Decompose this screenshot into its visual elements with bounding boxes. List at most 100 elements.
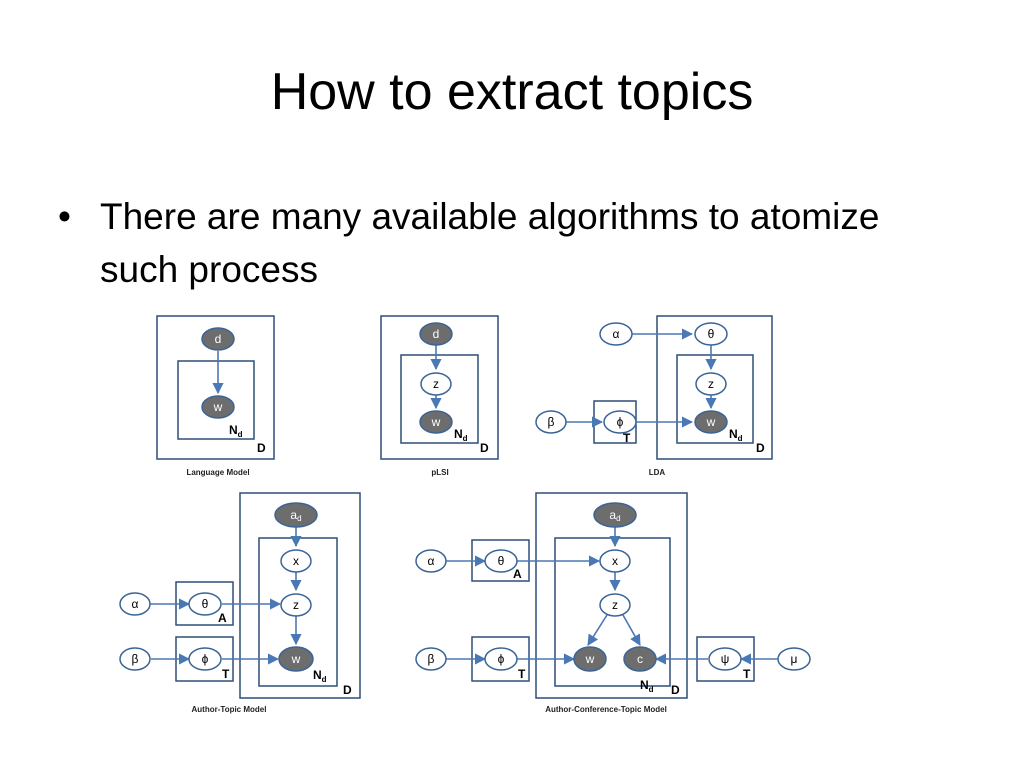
node-z-label: z [433, 377, 439, 391]
node-alpha-label: α [132, 597, 139, 611]
node-x [599, 549, 631, 573]
slide-title: How to extract topics [270, 63, 754, 121]
node-d [201, 327, 235, 351]
node-alpha-label: α [428, 554, 435, 568]
plate-d [380, 315, 499, 460]
node-phi-label: ϕ [617, 415, 624, 429]
node-phi-label: ϕ [202, 652, 209, 666]
node-z [280, 593, 312, 617]
node-beta-label: β [132, 652, 139, 666]
node-alpha [119, 592, 151, 616]
node-alpha [415, 549, 447, 573]
plate-t-label: T [518, 667, 526, 681]
node-phi [188, 647, 222, 671]
node-w [419, 410, 453, 434]
node-z-label: z [612, 598, 618, 612]
language-model-diagram: d w Nd D Language Model [156, 315, 275, 477]
node-d-label: d [215, 332, 222, 346]
node-w [278, 646, 314, 672]
node-z-label: z [708, 377, 714, 391]
node-z [695, 372, 727, 396]
plate-d [535, 492, 688, 699]
node-mu-label: μ [791, 652, 798, 666]
caption-language-model: Language Model [186, 468, 249, 477]
plate-d [656, 315, 773, 460]
plate-d [239, 492, 361, 699]
node-phi [484, 647, 518, 671]
caption-author-conference-topic: Author-Conference-Topic Model [545, 705, 667, 714]
node-a [274, 502, 318, 528]
node-w-label: w [213, 400, 223, 414]
plate-t-label: T [222, 667, 230, 681]
node-z [599, 593, 631, 617]
plate-d-label: D [671, 683, 680, 697]
edge-z-w [587, 614, 608, 646]
caption-lda: LDA [649, 468, 666, 477]
edge-z-c [622, 614, 641, 646]
node-w-label: w [585, 652, 595, 666]
node-w-label: w [431, 415, 441, 429]
node-beta [535, 410, 567, 434]
node-theta [188, 592, 222, 616]
node-theta [694, 322, 728, 346]
node-beta-label: β [428, 652, 435, 666]
node-w [573, 646, 607, 672]
node-x-label: x [293, 554, 299, 568]
plate-d-label: D [480, 441, 489, 455]
plate-n-label: Nd [640, 678, 654, 694]
node-phi [603, 410, 637, 434]
node-w-label: w [706, 415, 716, 429]
node-alpha [599, 322, 633, 346]
plate-n-label: Nd [313, 668, 327, 684]
node-theta-label: θ [202, 597, 209, 611]
node-psi-label: ψ [721, 652, 730, 666]
node-d [419, 322, 453, 346]
author-conference-topic-diagram: ad x z w c α θ β ϕ ψ μ A T T Nd D Author… [415, 492, 811, 714]
node-w-label: w [291, 652, 301, 666]
node-z-label: z [293, 598, 299, 612]
node-a-label: ad [290, 508, 301, 523]
caption-author-topic: Author-Topic Model [192, 705, 267, 714]
plate-nd [676, 354, 754, 444]
bullet-text: There are many available algorithms to a… [100, 196, 880, 290]
node-psi [708, 647, 742, 671]
plate-t2-label: T [743, 667, 751, 681]
author-topic-diagram: ad x z w α θ β ϕ A T Nd D Author-Topic M… [119, 492, 361, 714]
plate-n-label: Nd [454, 427, 468, 443]
node-c-label: c [637, 652, 643, 666]
node-alpha-label: α [613, 327, 620, 341]
node-w [201, 395, 235, 419]
plate-d [156, 315, 275, 460]
node-beta [415, 647, 447, 671]
node-theta [484, 549, 518, 573]
plate-d-label: D [257, 441, 266, 455]
plsi-diagram: d z w Nd D pLSI [380, 315, 499, 477]
node-x-label: x [612, 554, 618, 568]
node-theta-label: θ [498, 554, 505, 568]
plate-d-label: D [756, 441, 765, 455]
node-c [623, 646, 657, 672]
lda-diagram: α θ z w β ϕ T Nd D LDA [535, 315, 773, 477]
plate-nd [400, 354, 479, 444]
node-phi-label: ϕ [498, 652, 505, 666]
node-beta-label: β [548, 415, 555, 429]
plate-n-label: Nd [729, 427, 743, 443]
node-x [280, 549, 312, 573]
node-z [420, 372, 452, 396]
node-a [593, 502, 637, 528]
node-w [694, 410, 728, 434]
node-beta [119, 647, 151, 671]
plate-d-label: D [343, 683, 352, 697]
node-d-label: d [433, 327, 440, 341]
plate-a-label: A [513, 567, 522, 581]
plate-n-label: Nd [229, 423, 243, 439]
caption-plsi: pLSI [431, 468, 448, 477]
plate-t-label: T [623, 431, 631, 445]
node-mu [777, 647, 811, 671]
node-theta-label: θ [708, 327, 715, 341]
bullet-glyph: • [58, 196, 71, 237]
node-a-label: ad [609, 508, 620, 523]
plate-nd [177, 360, 255, 440]
plate-a-label: A [218, 611, 227, 625]
